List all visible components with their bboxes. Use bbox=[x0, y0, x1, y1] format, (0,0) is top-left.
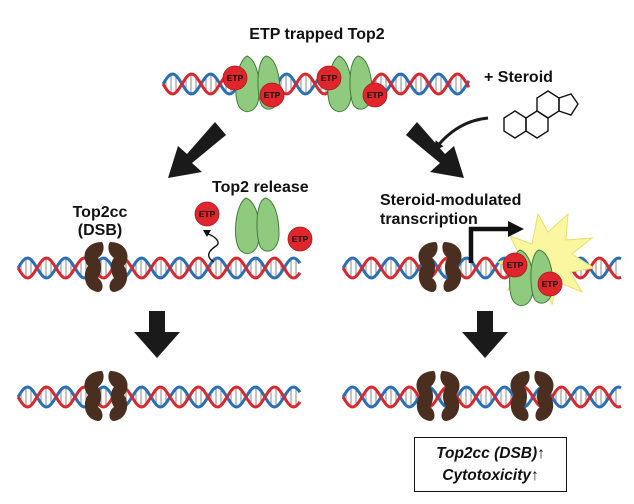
etp-label: ETP bbox=[227, 73, 244, 83]
dna-helix-left-middle bbox=[16, 256, 302, 280]
arrow-right-down bbox=[462, 311, 508, 358]
etp-molecule: ETP bbox=[287, 226, 313, 252]
top2cc-label-line1: Top2cc bbox=[72, 204, 128, 221]
dna-strand-red bbox=[341, 256, 622, 280]
top2cc-brown-clamp bbox=[84, 242, 128, 292]
page-title: ETP trapped Top2 bbox=[249, 26, 385, 43]
top2cc-label-line2: (DSB) bbox=[77, 222, 123, 239]
result-line1: Top2cc (DSB)↑ bbox=[436, 445, 545, 462]
etp-molecule: ETP bbox=[259, 82, 285, 108]
etp-molecule: ETP bbox=[502, 252, 528, 278]
top2-release-label: Top2 release bbox=[212, 179, 309, 196]
etp-label: ETP bbox=[367, 90, 384, 100]
steroid-label: + Steroid bbox=[484, 69, 553, 86]
etp-label: ETP bbox=[264, 90, 281, 100]
release-arrowhead-icon bbox=[203, 230, 211, 237]
etp-molecule: ETP bbox=[222, 65, 248, 91]
top2cc-brown-clamp bbox=[416, 371, 460, 421]
dna-helix-right-bottom bbox=[341, 385, 622, 409]
top2cc-brown-clamp bbox=[510, 371, 554, 421]
top2-released-clamp bbox=[234, 197, 280, 254]
transcription-start-arrow bbox=[468, 226, 510, 263]
arrow-to-left-branch bbox=[168, 122, 226, 178]
etp-label: ETP bbox=[542, 279, 559, 289]
steroid-modulated-transcription-label: Steroid-modulated transcription bbox=[380, 191, 570, 229]
dna-strand-blue bbox=[16, 385, 302, 409]
steroid-mod-line2: transcription bbox=[380, 211, 478, 228]
etp-molecule: ETP bbox=[362, 82, 388, 108]
etp-molecule: ETP bbox=[194, 201, 220, 227]
dna-helix-top bbox=[161, 72, 471, 96]
dna-strand-red bbox=[16, 385, 302, 409]
dna-strand-blue bbox=[161, 72, 471, 96]
etp-label: ETP bbox=[292, 234, 309, 244]
steroid-mod-line1: Steroid-modulated bbox=[380, 192, 522, 209]
etp-label: ETP bbox=[199, 209, 216, 219]
etp-label: ETP bbox=[321, 73, 338, 83]
result-box: Top2cc (DSB)↑ Cytotoxicity↑ bbox=[414, 437, 567, 492]
dna-strand-red bbox=[161, 72, 471, 96]
transcription-arrowhead-icon bbox=[508, 221, 524, 237]
dna-strand-red bbox=[16, 256, 302, 280]
steroid-molecule-icon bbox=[503, 90, 579, 139]
dna-helix-left-bottom bbox=[16, 385, 302, 409]
dna-strand-blue bbox=[16, 256, 302, 280]
top2cc-label: Top2cc (DSB) bbox=[64, 204, 136, 240]
etp-label: ETP bbox=[507, 260, 524, 270]
etp-molecule: ETP bbox=[316, 65, 342, 91]
result-line2: Cytotoxicity↑ bbox=[442, 467, 539, 484]
release-squiggle-arrow bbox=[207, 233, 219, 263]
top2cc-brown-clamp bbox=[418, 242, 462, 292]
arrow-left-down bbox=[134, 311, 180, 358]
steroid-curved-arrow bbox=[433, 116, 489, 152]
dna-strand-blue bbox=[341, 385, 622, 409]
dna-strand-red bbox=[341, 385, 622, 409]
top2cc-brown-clamp bbox=[84, 371, 128, 421]
etp-molecule: ETP bbox=[537, 271, 563, 297]
